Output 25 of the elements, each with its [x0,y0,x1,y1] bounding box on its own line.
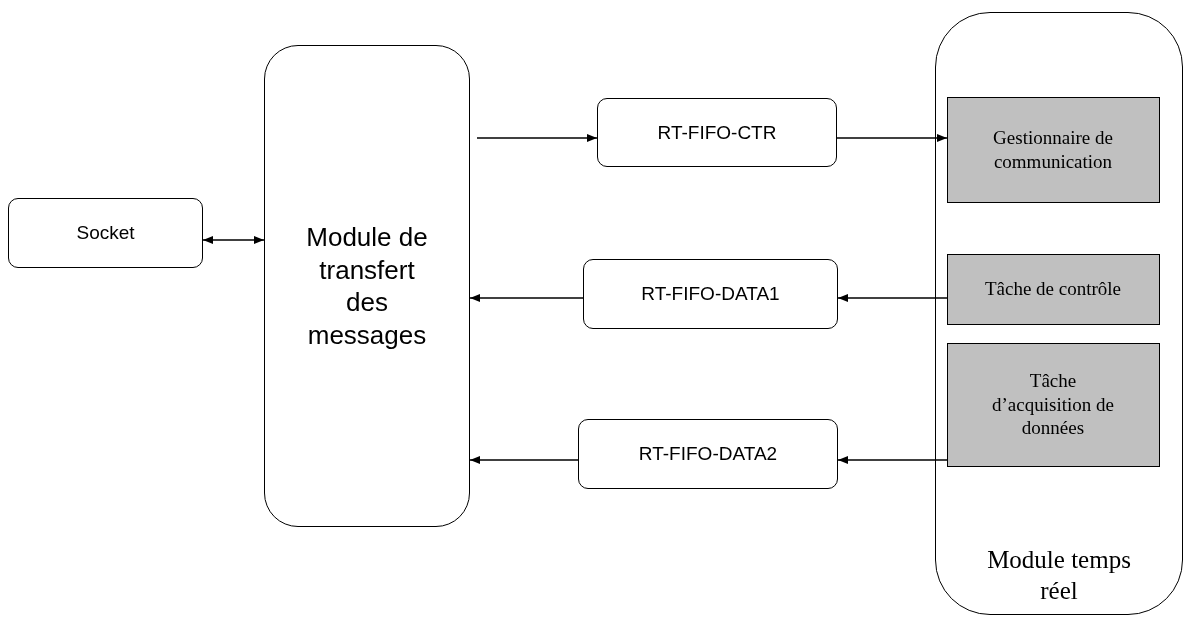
node-label: Socket [76,221,135,245]
socket-box [8,198,203,268]
node-label: Tâche d’acquisition de données [991,368,1115,441]
module-container [935,12,1183,615]
node-label: Tâche de contrôle [984,277,1122,301]
fifo-box [578,419,838,489]
node-label: RT-FIFO-CTR [657,120,777,145]
arrow [837,456,948,464]
arrow [469,294,584,302]
arrow [836,134,948,142]
task-box [946,342,1160,467]
arrow [469,456,579,464]
task-box [946,253,1160,325]
module-box [264,45,470,527]
arrow [202,236,265,244]
fifo-box [583,259,838,329]
task-box [946,96,1160,203]
arrow [837,294,948,302]
node-label: Module de transfert des messages [305,221,429,351]
fifo-box [597,98,837,167]
node-label: RT-FIFO-DATA2 [638,442,778,466]
node-label: Gestionnaire de communication [992,125,1114,174]
node-label: Module temps réel [986,544,1132,606]
arrow [476,134,598,142]
node-label: RT-FIFO-DATA1 [641,282,780,306]
